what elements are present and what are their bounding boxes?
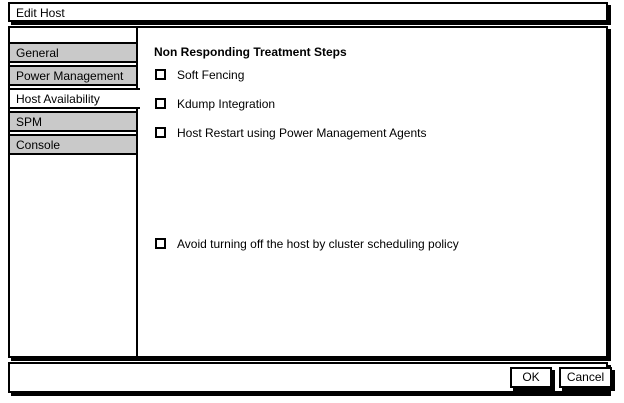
- dialog-footer: OK Cancel: [8, 362, 612, 393]
- checkbox-label: Avoid turning off the host by cluster sc…: [177, 237, 459, 251]
- ok-button[interactable]: OK: [510, 367, 552, 388]
- dialog-title: Edit Host: [16, 6, 65, 20]
- sidebar-item-label: Host Availability: [16, 92, 100, 106]
- sidebar-item-label: Power Management: [16, 69, 124, 83]
- checkbox-icon[interactable]: [155, 69, 166, 80]
- sidebar-item-power-management[interactable]: Power Management: [10, 65, 138, 86]
- edit-host-dialog: Edit Host General Power Management Host …: [8, 2, 612, 396]
- dialog-title-bar: Edit Host: [8, 2, 608, 22]
- sidebar-item-label: Console: [16, 138, 61, 152]
- sidebar-item-label: General: [16, 46, 59, 60]
- sidebar-item-spm[interactable]: SPM: [10, 111, 138, 132]
- sidebar-tab-list: General Power Management Host Availabili…: [10, 42, 140, 157]
- checkbox-label: Soft Fencing: [177, 68, 245, 82]
- section-heading: Non Responding Treatment Steps: [154, 45, 347, 59]
- sidebar: General Power Management Host Availabili…: [10, 28, 140, 356]
- sidebar-top-spacer: [10, 28, 136, 42]
- checkbox-icon[interactable]: [155, 98, 166, 109]
- sidebar-item-console[interactable]: Console: [10, 134, 138, 155]
- dialog-body: General Power Management Host Availabili…: [8, 26, 608, 358]
- checkbox-label: Host Restart using Power Management Agen…: [177, 126, 427, 140]
- checkbox-label: Kdump Integration: [177, 97, 276, 111]
- cancel-button[interactable]: Cancel: [559, 367, 612, 388]
- sidebar-item-host-availability[interactable]: Host Availability: [10, 88, 140, 109]
- checkbox-icon[interactable]: [155, 127, 166, 138]
- checkbox-icon[interactable]: [155, 238, 166, 249]
- sidebar-item-general[interactable]: General: [10, 42, 138, 63]
- sidebar-item-label: SPM: [16, 115, 43, 129]
- content-pane: Non Responding Treatment Steps Soft Fenc…: [140, 28, 606, 356]
